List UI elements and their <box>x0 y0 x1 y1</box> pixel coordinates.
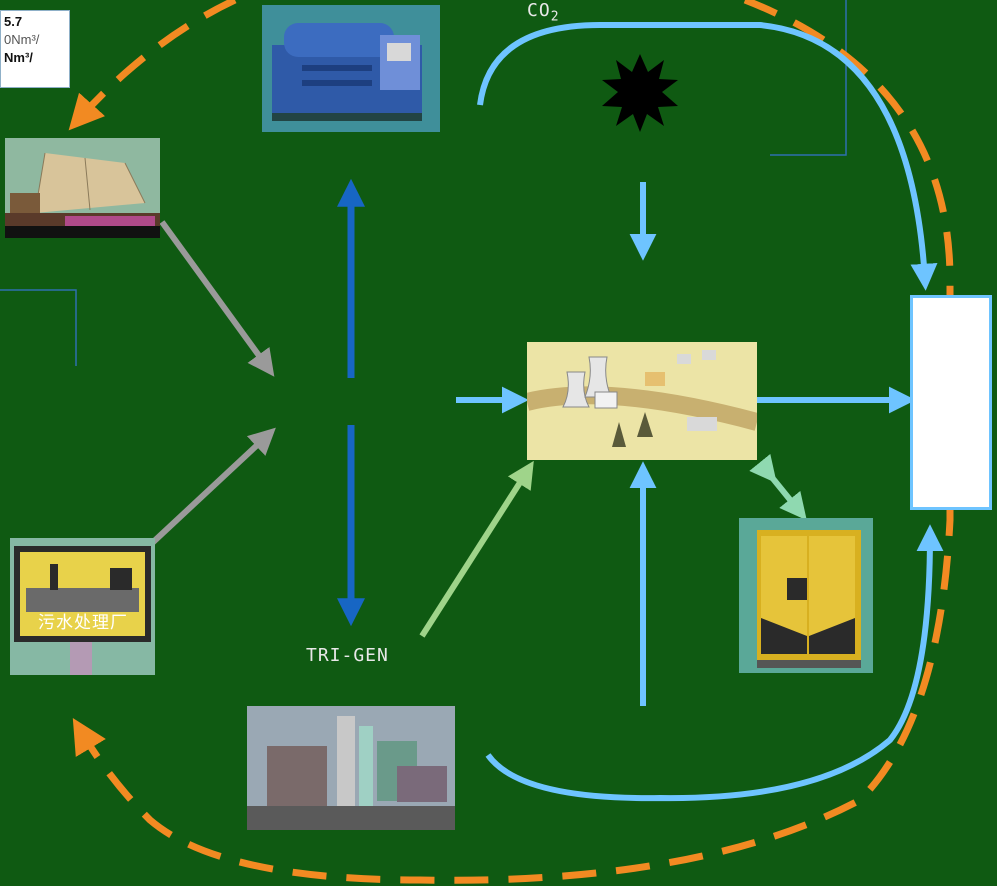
blue-curve-bottom <box>485 524 944 802</box>
double-arrow-grid-cabinet <box>749 453 807 521</box>
co2-label: CO2 <box>527 0 560 25</box>
sewage-plant-sign: 污水处理厂 <box>10 538 155 675</box>
co2-subscript: 2 <box>550 9 560 25</box>
target-box <box>910 295 992 510</box>
grey-arrow-from-sewage <box>147 427 276 548</box>
sewage-sign-text: 污水处理厂 <box>38 613 128 632</box>
cabinet-image <box>739 518 873 673</box>
chiller-image <box>262 5 440 132</box>
connector-line-left <box>0 289 77 366</box>
orange-dashed-loop-top <box>68 0 237 131</box>
info-line-3: Nm³/ <box>4 50 33 65</box>
starburst-icon <box>602 54 678 132</box>
trigen-plant-image <box>247 706 455 830</box>
info-box: 5.7 0Nm³/ Nm³/ <box>0 10 70 88</box>
connector-line-top-right <box>770 0 847 156</box>
green-arrow-trigen-to-grid <box>419 460 534 638</box>
power-grid-image <box>527 342 757 460</box>
trigen-label: TRI-GEN <box>306 645 389 666</box>
orange-dashed-loop-right <box>72 0 954 884</box>
info-line-1: 5.7 <box>4 14 23 29</box>
co2-text: CO <box>527 0 551 21</box>
info-line-2: 0Nm³/ <box>4 32 40 47</box>
landfill-image <box>5 138 160 238</box>
blue-curve-top <box>477 22 938 291</box>
grey-arrow-from-landfill <box>159 220 275 377</box>
